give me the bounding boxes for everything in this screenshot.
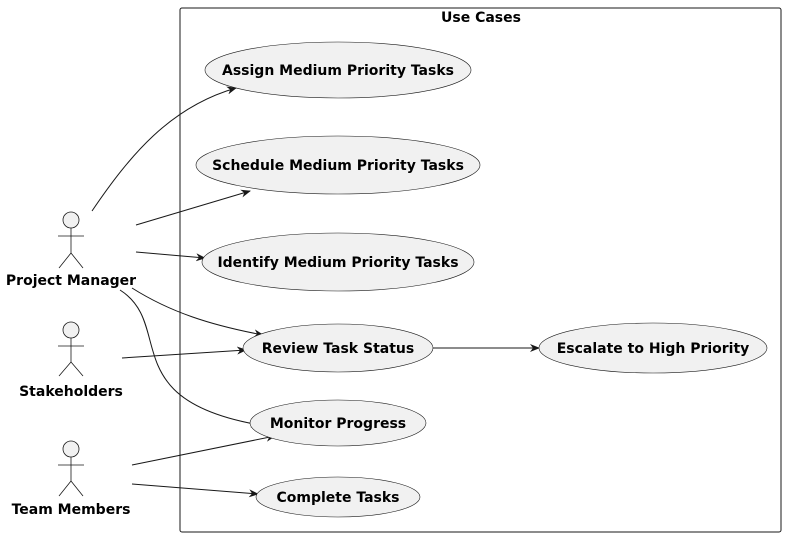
actor-right-leg: [70, 361, 84, 377]
use-case-escalate[interactable]: Escalate to High Priority: [538, 322, 768, 374]
actor-left-leg: [58, 252, 72, 269]
stick-figure-icon: [58, 321, 84, 377]
stick-figure-icon: [58, 440, 84, 497]
use-case-monitor[interactable]: Monitor Progress: [249, 399, 427, 447]
use-case-complete[interactable]: Complete Tasks: [255, 476, 421, 518]
actor-team-members[interactable]: Team Members: [12, 440, 131, 518]
edge-team-monitor: [131, 433, 276, 466]
use-case-label: Schedule Medium Priority Tasks: [212, 158, 464, 174]
actor-label: Project Manager: [6, 273, 136, 289]
edge-pm-assign: [91, 86, 237, 212]
use-case-shape: [204, 41, 472, 99]
use-case-shape: [249, 399, 427, 447]
use-case-shape: [242, 323, 434, 373]
use-case-label: Escalate to High Priority: [557, 341, 750, 357]
use-case-shape: [538, 322, 768, 374]
connectors: [91, 86, 540, 498]
edge-pm-identify: [135, 251, 206, 262]
use-case-schedule[interactable]: Schedule Medium Priority Tasks: [195, 135, 481, 195]
edge-team-complete: [131, 483, 259, 498]
actor-head: [62, 440, 80, 458]
stick-figure-icon: [58, 211, 84, 269]
edge-pm-monitor: [119, 289, 261, 428]
actor-project-manager[interactable]: Project Manager: [6, 211, 136, 289]
use-case-shape: [195, 135, 481, 195]
use-case-label: Review Task Status: [262, 341, 414, 357]
actor-stakeholders[interactable]: Stakeholders: [19, 321, 123, 400]
actor-left-leg: [58, 480, 72, 497]
actor-left-leg: [58, 361, 72, 377]
use-case-identify[interactable]: Identify Medium Priority Tasks: [201, 232, 475, 292]
use-case-label: Identify Medium Priority Tasks: [217, 255, 458, 271]
use-case-label: Complete Tasks: [276, 490, 399, 506]
use-case-label: Assign Medium Priority Tasks: [222, 63, 454, 79]
edge-stakeholders-review: [121, 346, 247, 359]
use-case-assign[interactable]: Assign Medium Priority Tasks: [204, 41, 472, 99]
actor-label: Team Members: [12, 502, 131, 518]
actor-right-leg: [70, 252, 84, 269]
edge-pm-review: [131, 287, 264, 338]
actor-head: [62, 321, 80, 339]
actor-head: [62, 211, 80, 229]
edge-pm-schedule: [135, 189, 251, 226]
use-case-review[interactable]: Review Task Status: [242, 323, 434, 373]
actor-right-leg: [70, 480, 84, 497]
actor-label: Stakeholders: [19, 384, 123, 400]
boundary-title: Use Cases: [441, 10, 521, 26]
use-case-shape: [201, 232, 475, 292]
use-case-label: Monitor Progress: [270, 416, 406, 432]
use-case-shape: [255, 476, 421, 518]
